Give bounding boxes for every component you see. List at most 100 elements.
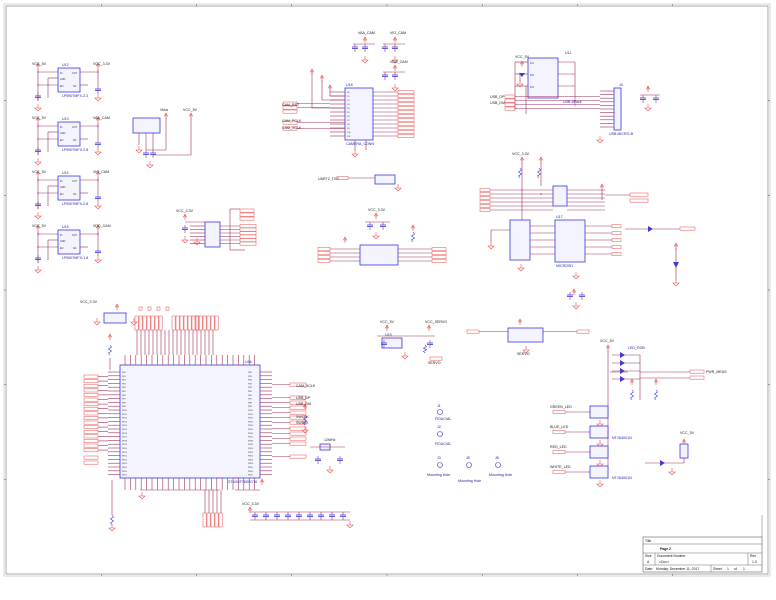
usb-esd-ic [527,57,559,99]
net-port [239,227,257,232]
pin-text: PE17 [122,437,128,439]
resistor [536,167,542,179]
net-port [239,212,255,217]
net-label: VCC_5V [32,170,46,174]
net-label: VCC_5V [32,224,46,228]
pin-text: PE10 [122,410,128,412]
pin-text: PB17 [248,437,254,439]
pin-text: GND [60,78,66,81]
mosfet [589,465,609,479]
net-label: VCC_SERVO [425,320,448,324]
net-port [202,315,207,331]
net-label: USB_DP [296,396,311,400]
junction-dot [37,192,39,194]
title-block-doc-label: Document Number [657,554,686,558]
net-port [504,102,516,107]
ref-label: U18 [346,83,353,87]
net-port [83,393,99,397]
pin-text: EN [60,139,64,142]
ground-icon [130,321,138,326]
uart-connector [374,174,396,185]
junction-dot [97,233,99,235]
junction-dot [97,125,99,127]
pin-text: OUT [72,234,78,237]
esd-ic [509,219,531,261]
net-port [576,329,590,334]
pin-text: PE23 [122,459,128,461]
junction-dot [37,125,39,127]
fiducial-icon [466,462,472,468]
ground-icon [94,259,102,264]
usb-connector [613,87,622,131]
pin-text: PB23 [248,459,254,461]
net-port [138,306,143,311]
power-arrow-icon [183,213,187,218]
net-port [317,255,331,259]
net-port [397,118,415,122]
part-label: FIDUCIAL [435,442,452,446]
net-port [171,315,176,331]
ground-icon [94,151,102,156]
ground-icon [522,349,530,354]
ground-icon [572,275,580,280]
pin-text: PB6 [248,395,253,397]
net-port [83,379,99,384]
junction-dot [521,189,523,191]
power-arrow-icon [600,183,604,188]
net-label: VCC_5V [380,320,394,324]
net-port [504,94,516,99]
pin-text: D4 [347,108,350,110]
net-port [83,411,99,416]
net-port [552,470,566,474]
ground-icon [596,483,604,488]
ground-icon [346,524,354,529]
net-port [611,245,622,249]
power-arrow-icon [518,318,522,323]
ground-icon [94,205,102,210]
net-port [431,255,447,259]
ground-icon [146,164,154,169]
pin-text: PE15 [122,429,128,431]
net-port [397,134,415,138]
net-port [479,208,491,212]
net-port [83,448,99,453]
pin-text: PB1 [248,376,253,378]
part-label: NTJD4001N [612,436,632,440]
net-label: USB_DM [490,101,505,105]
pin-text: PB16 [248,433,254,435]
ref-label: U12 [62,63,69,67]
sd-card-ic [554,219,586,263]
net-port [552,450,566,454]
net-label: CAM_XCLK [296,384,316,388]
ground-icon [517,267,525,272]
net-label: VCC_5V [32,116,46,120]
net-port [239,208,255,213]
power-arrow-icon [343,236,347,241]
net-port [83,397,99,402]
net-port [83,420,99,425]
ground-icon [93,321,101,326]
part-label: Mounting Hole [427,473,451,477]
pin-text: PE16 [122,433,128,435]
net-port [397,102,415,106]
net-port [479,200,491,204]
net-port [183,315,188,331]
ground-icon [394,187,402,192]
pin-text: PE25 [122,467,128,469]
net-port [198,315,203,331]
pin-text: PB19 [248,444,254,446]
net-label: USB_DP [490,95,505,99]
net-port [397,130,415,134]
part-label: USB MICRO-B [609,132,633,136]
net-port [83,434,99,439]
pin-text: PB18 [248,440,254,442]
net-port [629,192,649,197]
power-arrow-icon [164,112,168,117]
net-label: VCC_5V [600,339,614,343]
pin-text: D6 [347,116,350,118]
net-port [336,176,349,180]
power-arrow-icon [303,403,307,408]
net-port [289,410,307,415]
net-label: SERVO [517,352,530,356]
power-arrow-icon [108,333,112,338]
